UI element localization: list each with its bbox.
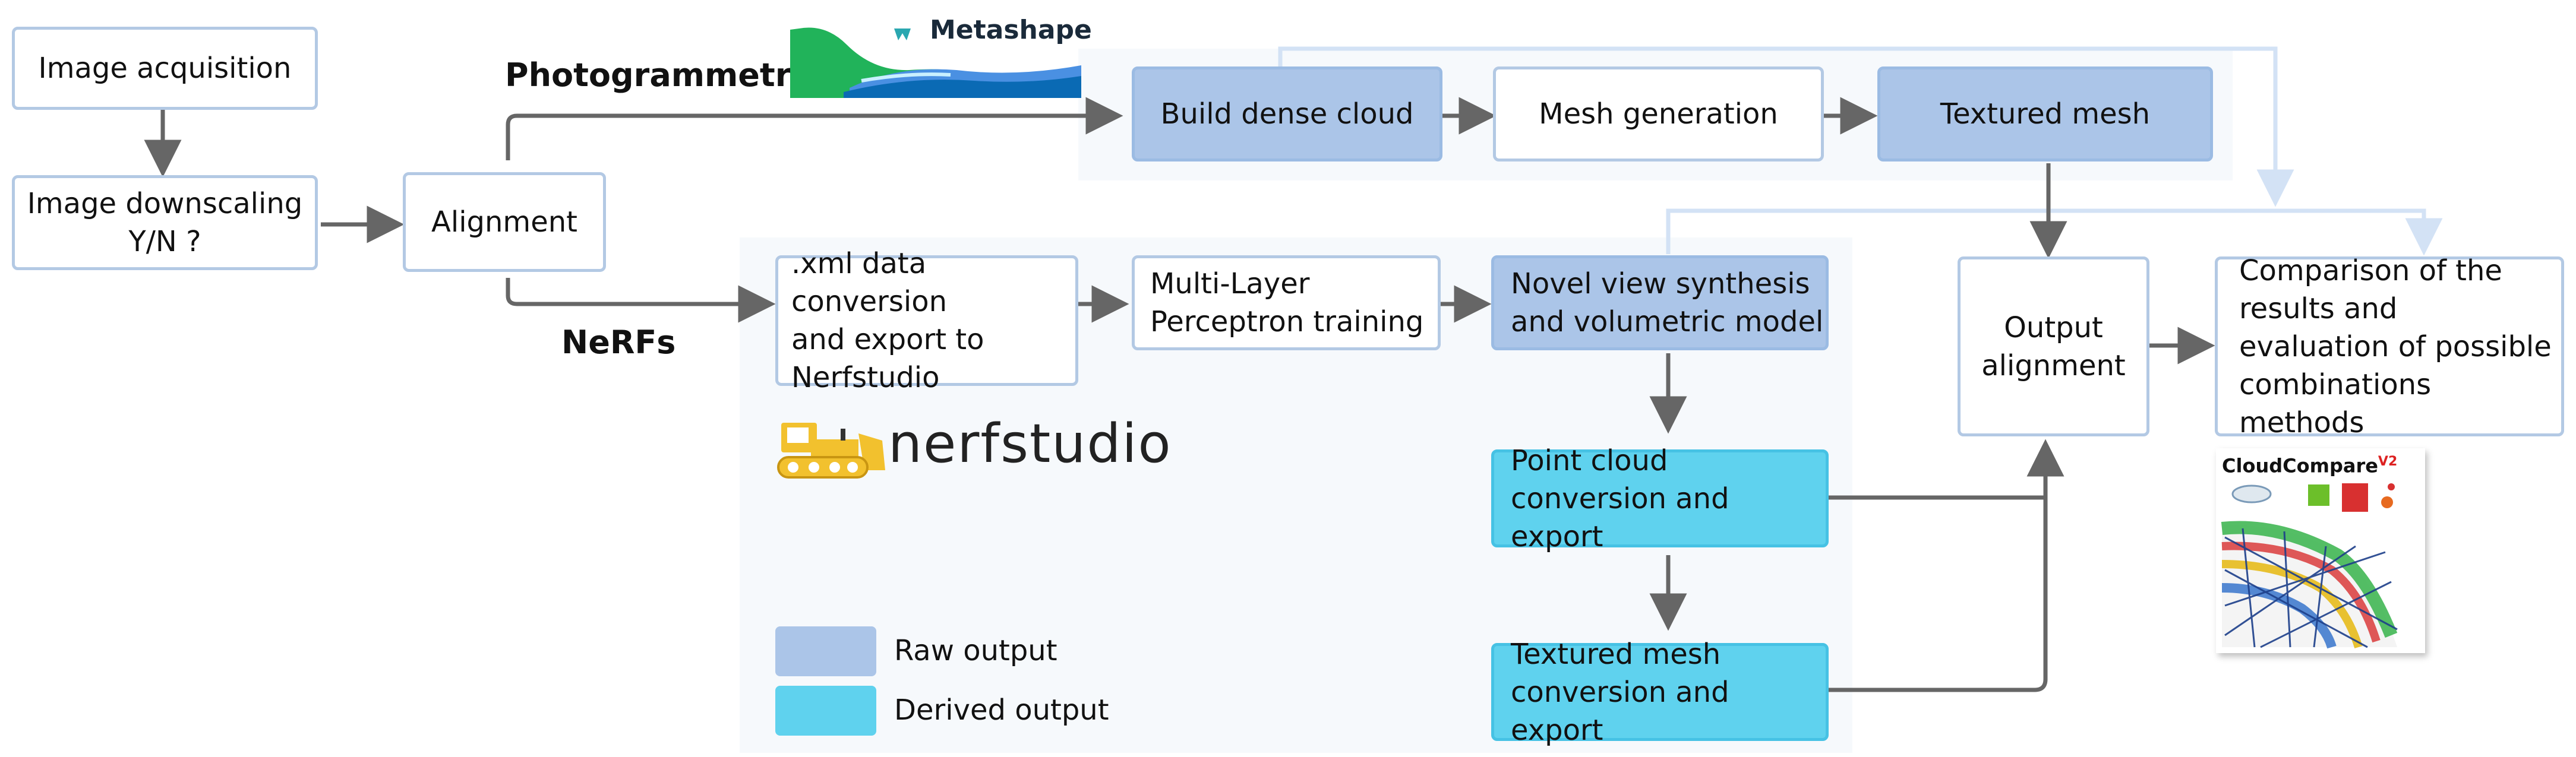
- feedback-novel-view-arrow: [1666, 208, 2443, 256]
- metashape-logo-text: Metashape: [930, 15, 1092, 45]
- image-downscaling-node: Image downscaling Y/N ?: [12, 175, 318, 270]
- build-dense-cloud-node: Build dense cloud: [1132, 66, 1442, 161]
- comparison-node: Comparison of the results and evaluation…: [2215, 254, 2564, 439]
- alignment-to-xml-arrow: [506, 278, 776, 323]
- alignment-to-dense-cloud-arrow: [506, 97, 1123, 160]
- nerfstudio-logo-text: nerfstudio: [888, 413, 1172, 475]
- legend-raw-label: Raw output: [894, 634, 1057, 667]
- cloudcompare-logo-text: CloudCompareV2: [2222, 454, 2398, 477]
- xml-conversion-node: .xml data conversion and export to Nerfs…: [775, 247, 1078, 394]
- textured-mesh-conversion-node: Textured mesh conversion and export: [1491, 638, 1829, 747]
- mesh-generation-node: Mesh generation: [1493, 66, 1824, 161]
- output-alignment-node: Output alignment: [1958, 256, 2149, 436]
- image-acquisition-node: Image acquisition: [12, 27, 318, 110]
- textured-mesh-node: Textured mesh: [1877, 66, 2213, 161]
- point-cloud-to-output-arrow: [1829, 439, 2064, 500]
- nerfs-label: NeRFs: [561, 324, 676, 361]
- cloudcompare-logo-image: [2221, 483, 2398, 649]
- point-cloud-conversion-node: Point cloud conversion and export: [1491, 444, 1829, 553]
- alignment-node: Alignment: [403, 172, 606, 272]
- metashape-logo: [790, 27, 1081, 98]
- mlp-training-node: Multi-Layer Perceptron training: [1132, 255, 1441, 350]
- feedback-dense-cloud-arrow: [1278, 46, 2294, 207]
- nerfstudio-bulldozer-icon: [777, 423, 885, 479]
- legend-derived-label: Derived output: [894, 693, 1109, 727]
- legend-raw-swatch: [775, 626, 876, 676]
- photogrammetry-label: Photogrammetry: [505, 56, 812, 94]
- novel-view-synthesis-node: Novel view synthesis and volumetric mode…: [1491, 255, 1829, 350]
- legend-derived-swatch: [775, 686, 876, 736]
- textured-conv-to-output-arrow: [1829, 445, 2048, 692]
